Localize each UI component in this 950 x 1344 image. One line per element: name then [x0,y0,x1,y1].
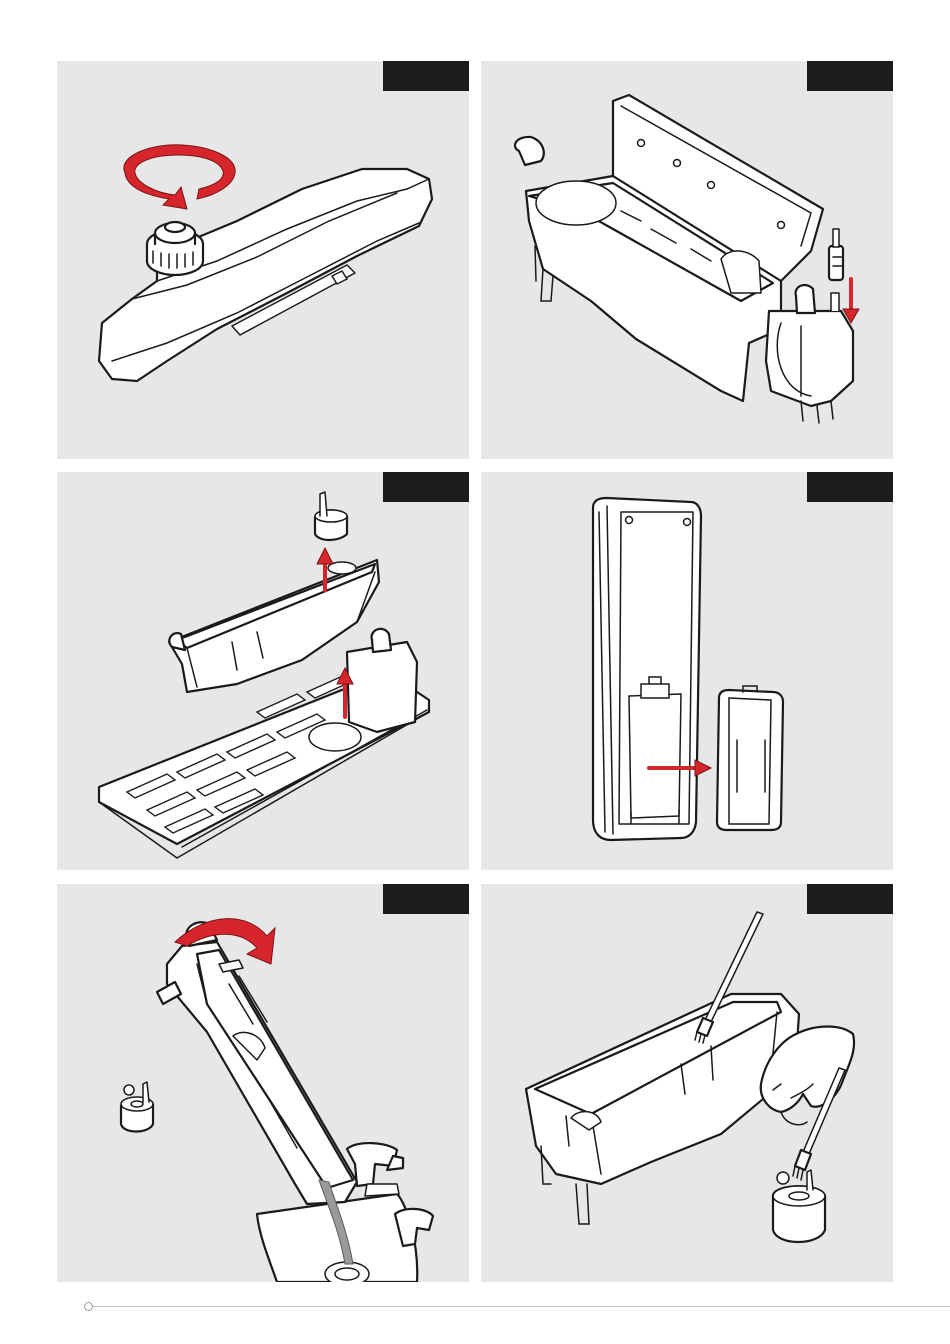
tank-cap-rotate-illustration [57,61,469,459]
tank-brush-cleaning-illustration [481,884,893,1282]
tank-pour-into-sink-illustration [57,884,469,1282]
tank-open-lid-valve-insert-illustration [481,61,893,459]
illustration-panel-1 [57,61,469,459]
illustration-panel-3 [57,472,469,870]
remote-battery-cover-remove-illustration [481,472,893,870]
illustration-panel-6 [481,884,893,1282]
illustration-panel-5 [57,884,469,1282]
footer-dot [84,1302,93,1311]
illustration-panel-4 [481,472,893,870]
footer-rule [92,1306,950,1307]
container-lift-from-tray-illustration [57,472,469,870]
illustration-panel-2 [481,61,893,459]
